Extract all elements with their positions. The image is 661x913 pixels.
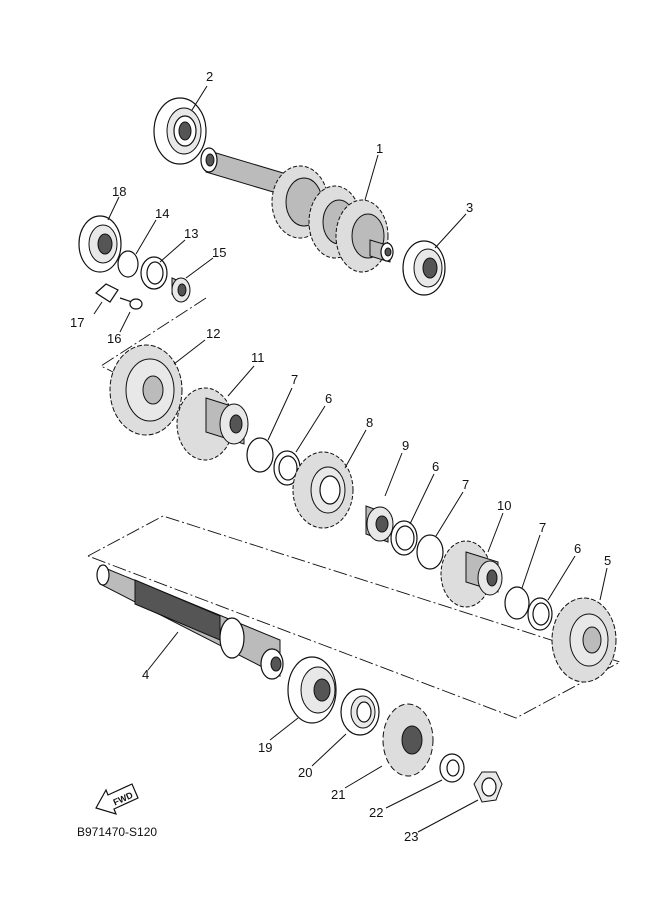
screw-part-16 — [119, 297, 143, 310]
washer-part-13 — [140, 256, 168, 290]
bearing-part-19 — [287, 656, 337, 724]
callout-12: 12 — [206, 326, 220, 341]
callout-6b: 6 — [432, 459, 439, 474]
gear-part-10 — [440, 540, 503, 608]
washer-part-6-middle — [390, 520, 418, 556]
callout-6c: 6 — [574, 541, 581, 556]
callout-labels: 1 2 3 4 5 6 6 6 7 7 7 8 9 10 11 12 13 14… — [70, 69, 611, 844]
upper-assembly-outline — [100, 297, 207, 373]
drive-axle-part-4 — [96, 564, 284, 680]
leader-lines — [93, 85, 608, 833]
gear-part-11 — [176, 387, 249, 461]
callout-18: 18 — [112, 184, 126, 199]
callout-11: 11 — [251, 350, 265, 365]
callout-15: 15 — [212, 245, 226, 260]
bearing-part-2 — [153, 97, 207, 165]
lock-washer-part-22 — [439, 753, 465, 783]
callout-22: 22 — [369, 805, 383, 820]
callout-8: 8 — [366, 415, 373, 430]
gear-part-12 — [109, 344, 183, 436]
callout-16: 16 — [107, 331, 121, 346]
callout-10: 10 — [497, 498, 511, 513]
callout-9: 9 — [402, 438, 409, 453]
circlip-part-14 — [117, 250, 139, 278]
callout-4: 4 — [142, 667, 149, 682]
callout-5: 5 — [604, 553, 611, 568]
callout-20: 20 — [298, 765, 312, 780]
main-axle-part-1 — [200, 147, 394, 273]
callout-13: 13 — [184, 226, 198, 241]
callout-7b: 7 — [462, 477, 469, 492]
gear-part-5 — [551, 597, 617, 683]
callout-21: 21 — [331, 787, 345, 802]
callout-7c: 7 — [539, 520, 546, 535]
callout-3: 3 — [466, 200, 473, 215]
callout-23: 23 — [404, 829, 418, 844]
callout-14: 14 — [155, 206, 169, 221]
plate-part-17 — [95, 283, 119, 303]
axle-gear-c — [335, 199, 389, 273]
bearing-part-3 — [402, 240, 446, 296]
lower-assembly-outline — [87, 515, 622, 719]
oil-seal-part-20 — [340, 688, 380, 736]
callout-7a: 7 — [291, 372, 298, 387]
diagram-code: B971470-S120 — [77, 825, 157, 839]
collar-part-9 — [365, 505, 394, 543]
sprocket-part-21 — [382, 703, 434, 777]
bearing-part-18 — [78, 215, 122, 273]
washer-part-6-lower — [527, 597, 553, 631]
callout-19: 19 — [258, 740, 272, 755]
washer-part-6-upper — [273, 450, 301, 486]
callout-6a: 6 — [325, 391, 332, 406]
callout-1: 1 — [376, 141, 383, 156]
collar-part-15 — [171, 277, 191, 303]
fwd-arrow-icon: FWD — [95, 783, 139, 815]
circlip-part-7-middle — [416, 534, 444, 570]
gear-part-8 — [292, 451, 354, 529]
circlip-part-7-lower — [504, 586, 530, 620]
nut-part-23 — [473, 771, 503, 803]
circlip-part-7-upper — [246, 437, 274, 473]
callout-2: 2 — [206, 69, 213, 84]
callout-17: 17 — [70, 315, 84, 330]
